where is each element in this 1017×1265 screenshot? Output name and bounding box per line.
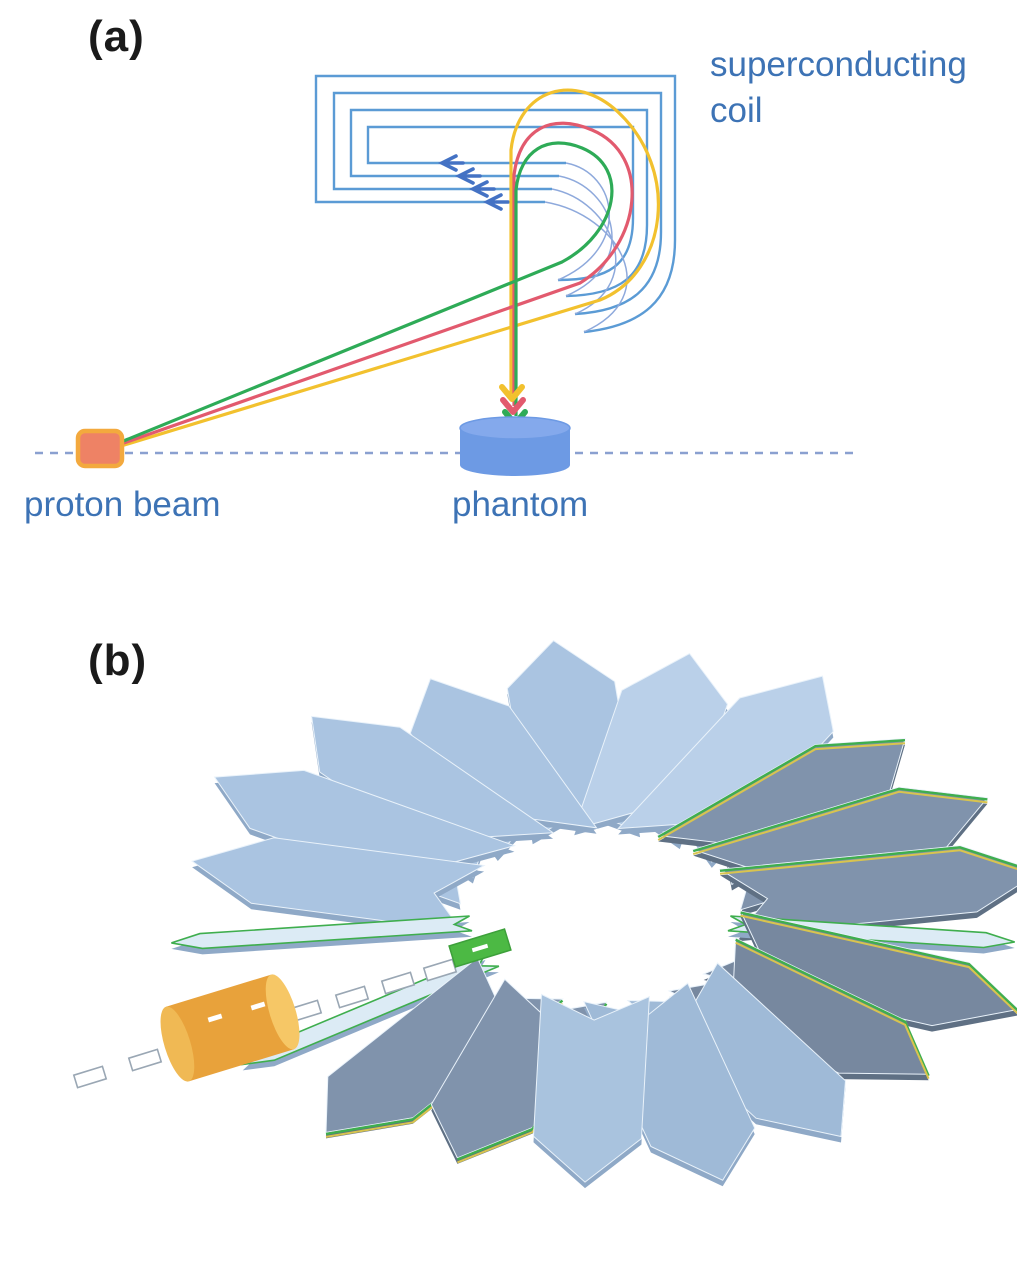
coil-blade (190, 837, 486, 932)
proton-beam-source (75, 428, 125, 469)
blade-edge-stripe (719, 846, 1017, 872)
proton-beam-label: proton beam (24, 485, 221, 524)
coil-label-line1: superconducting (710, 45, 967, 84)
proton-trajectory-green (120, 141, 614, 444)
cylinder-front-cap (265, 974, 300, 1050)
coil-blade (171, 915, 473, 950)
blade-edge-stripe (735, 938, 930, 1077)
beam-source-cylinder (166, 974, 294, 1082)
blade-edge-stripe (657, 742, 906, 841)
phantom-top-face (459, 416, 571, 440)
coil-loop (314, 74, 677, 334)
cylinder-highlight (250, 1001, 266, 1011)
arrowhead-red-icon (500, 397, 526, 415)
beam-dash-segment (380, 971, 416, 995)
phantom-label: phantom (452, 485, 589, 524)
coil-blade (718, 845, 1017, 937)
current-arrow-icon (482, 193, 510, 211)
beam-dash-segment (72, 1065, 108, 1089)
coil-loop (332, 91, 663, 316)
proton-trajectory-red (120, 121, 634, 446)
panel-b-label: (b) (88, 636, 148, 685)
coil-winding (558, 175, 613, 297)
panel-b-3d-render (72, 639, 1017, 1189)
proton-trajectories (120, 88, 660, 448)
panel-a-diagram (35, 74, 855, 476)
cylinder-end-cap (160, 1006, 195, 1082)
blade-edge-stripe (692, 787, 988, 853)
coil-blade (532, 993, 650, 1183)
blade-edge-stripe (740, 911, 1017, 1012)
superconducting-coil-label: superconducting coil (710, 42, 967, 134)
current-arrow-icon (454, 167, 482, 185)
beam-dash-segment (127, 1048, 163, 1072)
blade-edge-stripe (719, 849, 1017, 875)
coil-winding (544, 201, 628, 333)
current-arrow-icon (468, 180, 496, 198)
current-arrow-icon (437, 154, 465, 172)
coil-label-line2: coil (710, 91, 763, 131)
arrowhead-yellow-icon (499, 384, 525, 402)
phantom-cylinder (459, 416, 571, 476)
coil-loop (349, 108, 649, 298)
panel-a-label: (a) (88, 12, 145, 61)
beam-dash-segment (422, 958, 458, 982)
blade-edge-stripe (657, 739, 906, 839)
beam-dash-segment (334, 985, 370, 1009)
blade-edge-stripe (692, 790, 988, 856)
proton-beam-3d (72, 928, 512, 1089)
cylinder-highlight (207, 1013, 223, 1023)
phantom-body (460, 428, 570, 476)
proton-trajectory-yellow (120, 88, 660, 448)
blade-edge-stripe (735, 941, 930, 1080)
detector-highlight (471, 943, 489, 953)
coil-current-arrows (437, 154, 510, 211)
blade-edge-stripe (740, 914, 1017, 1015)
gantry-coil-rotor (171, 639, 1017, 1189)
